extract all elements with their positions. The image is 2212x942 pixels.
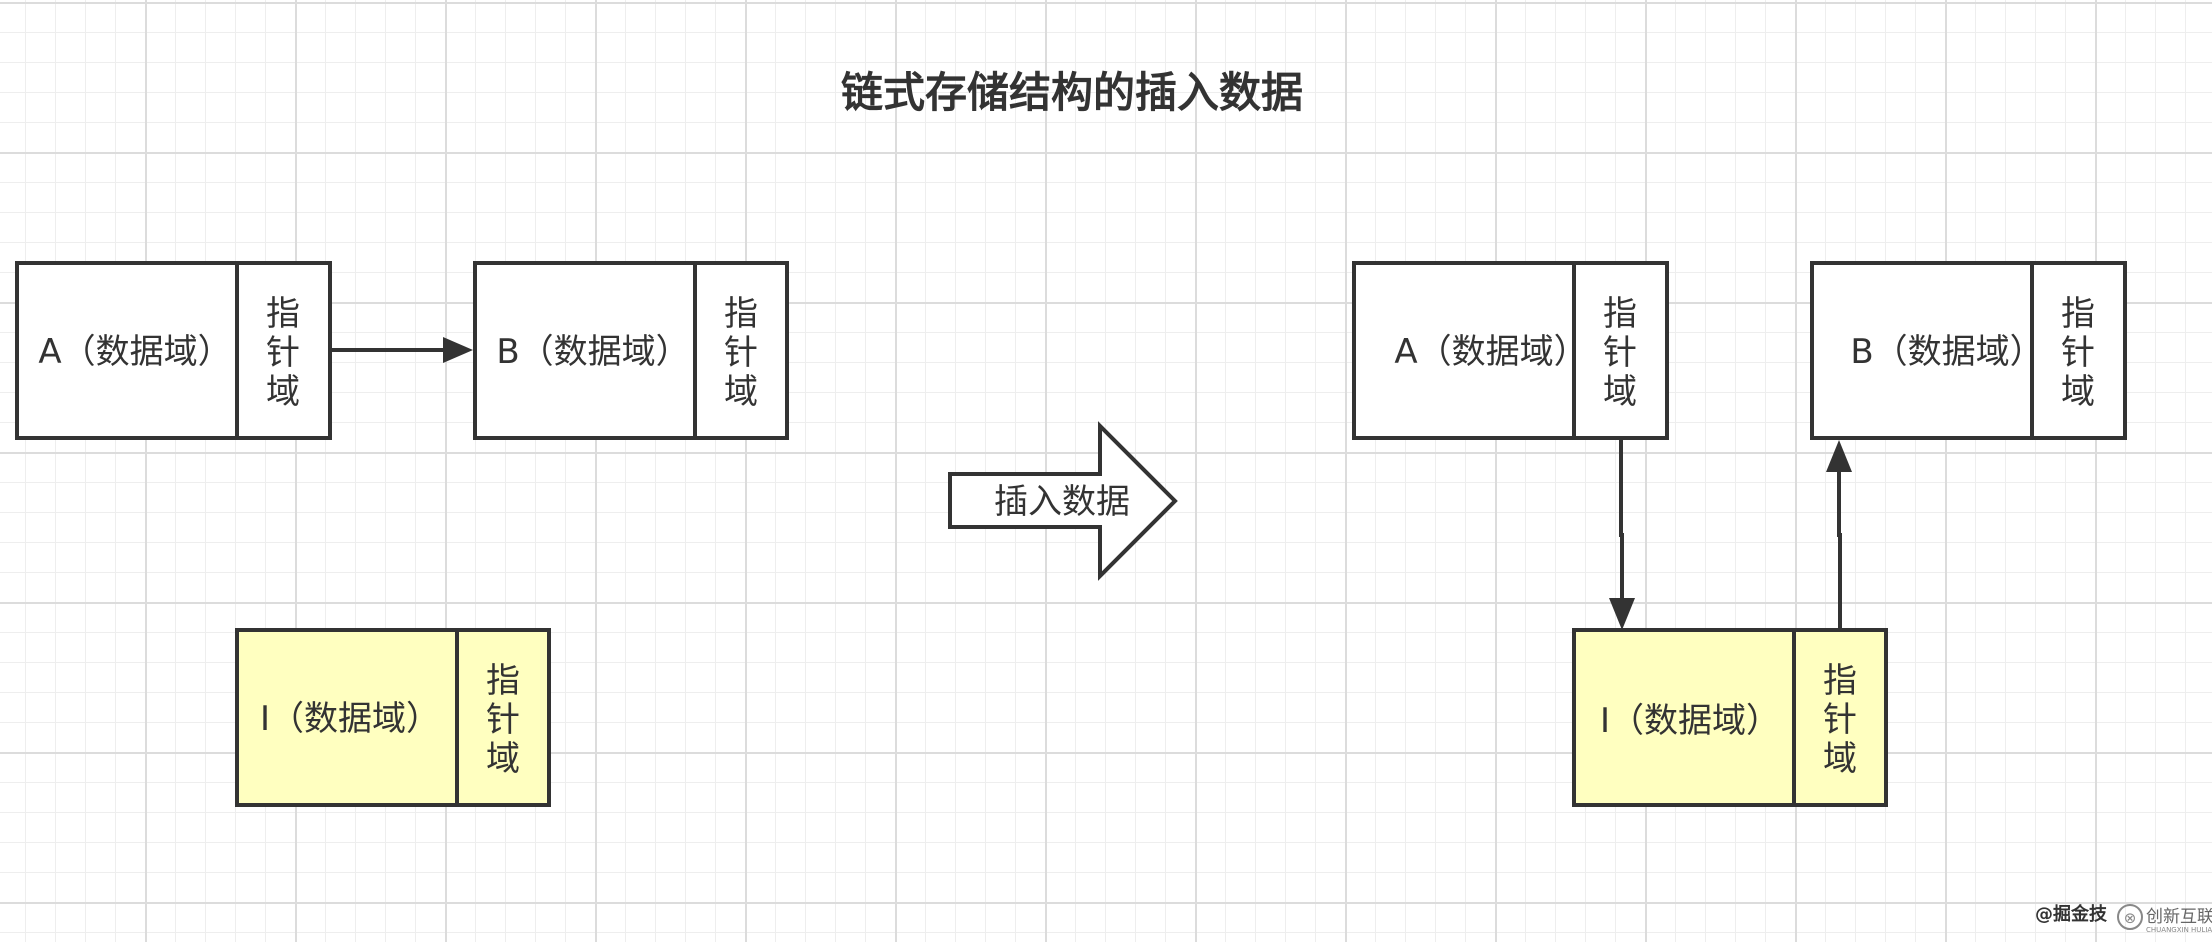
right-link-a-to-i-arrowhead	[1609, 598, 1635, 630]
watermark-brand-text: 创新互联	[2146, 907, 2212, 927]
left-node-a-data-field	[15, 261, 239, 440]
right-link-i-to-b-arrowhead	[1826, 440, 1852, 472]
left-node-i-pointer-char-2: 针	[486, 700, 520, 740]
right-link-a-to-i-line	[1619, 438, 1624, 600]
right-node-a: A（数据域） 指 针 域	[1352, 261, 1669, 440]
watermark-logo-glyph: ⊗	[2124, 909, 2137, 927]
right-node-i-pointer-char-2: 针	[1823, 700, 1857, 740]
right-node-b-pointer-char-1: 指	[2061, 294, 2095, 334]
right-link-i-to-b	[1826, 440, 1852, 630]
diagram-title: 链式存储结构的插入数据	[841, 68, 1303, 117]
left-node-b-data-label: B（数据域）	[496, 332, 689, 372]
left-node-i-pointer-char-3: 域	[486, 739, 520, 779]
left-node-a-pointer-char-2: 针	[266, 333, 300, 373]
right-node-a-pointer-char-1: 指	[1603, 294, 1637, 334]
transition-arrow-label: 插入数据	[994, 482, 1130, 522]
right-node-b: B（数据域） 指 针 域	[1810, 261, 2127, 440]
right-node-i-data-label: I（数据域）	[1600, 701, 1780, 741]
watermark-site-text: @掘金技	[2035, 903, 2108, 925]
watermark-logo-icon	[2117, 904, 2143, 930]
right-node-b-pointer-field	[2030, 261, 2127, 440]
right-link-a-to-i	[1609, 438, 1635, 630]
left-node-b-pointer-char-3: 域	[724, 372, 758, 412]
left-link-a-to-b-arrowhead	[443, 337, 473, 363]
left-node-b: B（数据域） 指 针 域	[473, 261, 789, 440]
right-node-i-pointer-char-1: 指	[1823, 661, 1857, 701]
right-node-i-pointer-char-3: 域	[1823, 739, 1857, 779]
right-link-i-to-b-line	[1837, 468, 1842, 630]
transition-arrow: 插入数据	[948, 421, 1178, 581]
right-node-i-data-field	[1572, 628, 1796, 807]
left-node-b-pointer-field	[693, 261, 789, 440]
watermark: @掘金技 ⊗ 创新互联 CHUANGXIN HULIAN	[2035, 903, 2212, 934]
left-node-i: I（数据域） 指 针 域	[235, 628, 551, 807]
transition-arrow-shape	[948, 421, 1178, 581]
left-node-i-pointer-field	[455, 628, 551, 807]
left-link-a-to-b	[330, 337, 473, 363]
left-node-a-pointer-char-1: 指	[266, 294, 300, 334]
left-node-b-data-field	[473, 261, 697, 440]
right-node-a-data-label: A（数据域）	[1394, 332, 1587, 372]
right-node-i-pointer-field	[1792, 628, 1888, 807]
left-node-b-pointer-char-1: 指	[724, 294, 758, 334]
left-node-a-pointer-char-3: 域	[266, 372, 300, 412]
right-node-a-pointer-char-2: 针	[1603, 333, 1637, 373]
right-node-b-data-field	[1810, 261, 2034, 440]
right-node-b-data-label: B（数据域）	[1850, 332, 2043, 372]
right-node-b-pointer-char-2: 针	[2061, 333, 2095, 373]
left-node-i-data-field	[235, 628, 459, 807]
right-node-a-pointer-field	[1572, 261, 1669, 440]
left-node-a-pointer-field	[235, 261, 332, 440]
watermark-brand-subtext: CHUANGXIN HULIAN	[2146, 926, 2212, 934]
right-node-i: I（数据域） 指 针 域	[1572, 628, 1888, 807]
left-node-a-data-label: A（数据域）	[38, 332, 231, 372]
right-node-b-pointer-char-3: 域	[2061, 372, 2095, 412]
left-node-b-pointer-char-2: 针	[724, 333, 758, 373]
left-node-i-pointer-char-1: 指	[486, 661, 520, 701]
right-node-a-pointer-char-3: 域	[1603, 372, 1637, 412]
left-node-a: A（数据域） 指 针 域	[15, 261, 332, 440]
left-node-i-data-label: I（数据域）	[260, 699, 440, 739]
